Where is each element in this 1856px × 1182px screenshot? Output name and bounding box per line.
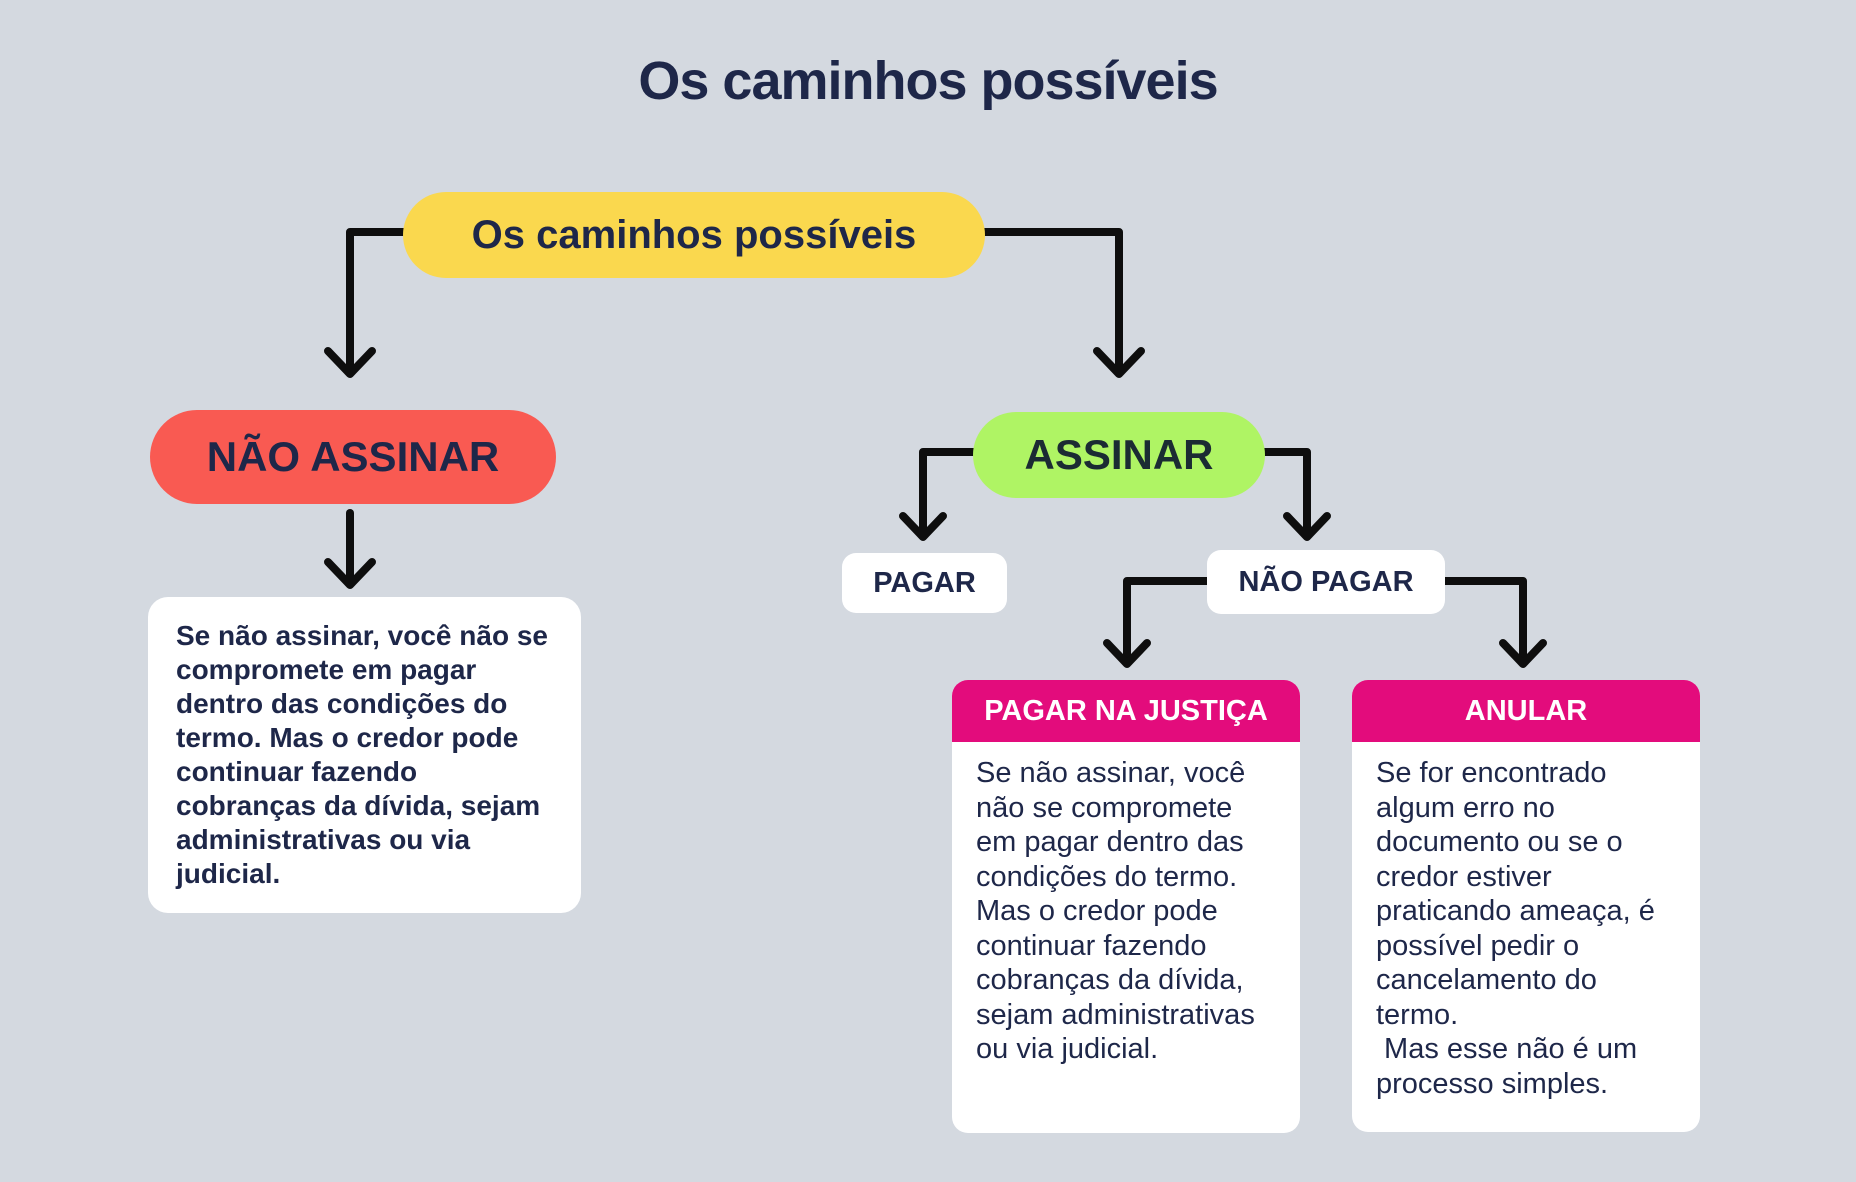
arrow-root-to-nao-assinar: [324, 228, 407, 378]
nao-assinar-note-text: Se não assinar, você não se compromete e…: [176, 620, 548, 889]
node-nao-pagar: NÃO PAGAR: [1207, 550, 1445, 614]
pagar-na-justica-body: Se não assinar, você não se compromete e…: [976, 757, 1255, 1065]
arrow-assinar-to-nao-pagar: [1261, 448, 1331, 541]
node-nao-pagar-label: NÃO PAGAR: [1238, 565, 1414, 598]
arrow-assinar-to-pagar: [899, 448, 977, 541]
node-nao-assinar-label: NÃO ASSINAR: [206, 433, 500, 480]
pagar-na-justica-header: PAGAR NA JUSTIÇA: [952, 680, 1300, 742]
arrow-root-to-assinar: [981, 228, 1145, 378]
node-root-label: Os caminhos possíveis: [471, 212, 917, 257]
arrow-nao-pagar-to-anular: [1441, 577, 1547, 668]
pagar-na-justica-card: PAGAR NA JUSTIÇA Se não assinar, você nã…: [952, 680, 1300, 1133]
anular-body: Se for encontrado algum erro no document…: [1376, 757, 1655, 1100]
anular-title: ANULAR: [1464, 694, 1588, 727]
node-pagar: PAGAR: [842, 553, 1007, 613]
anular-header: ANULAR: [1352, 680, 1700, 742]
anular-card: ANULAR Se for encontrado algum erro no d…: [1352, 680, 1700, 1132]
nao-assinar-note-card: Se não assinar, você não se compromete e…: [148, 597, 581, 913]
node-assinar-label: ASSINAR: [1024, 431, 1214, 478]
pagar-na-justica-title: PAGAR NA JUSTIÇA: [984, 694, 1268, 727]
arrow-nao-assinar-to-note: [324, 509, 376, 589]
node-root: Os caminhos possíveis: [403, 192, 985, 278]
arrow-nao-pagar-to-justica: [1103, 577, 1211, 668]
node-pagar-label: PAGAR: [873, 566, 976, 599]
node-assinar: ASSINAR: [973, 412, 1265, 498]
node-nao-assinar: NÃO ASSINAR: [150, 410, 556, 504]
page-title: Os caminhos possíveis: [638, 51, 1218, 111]
